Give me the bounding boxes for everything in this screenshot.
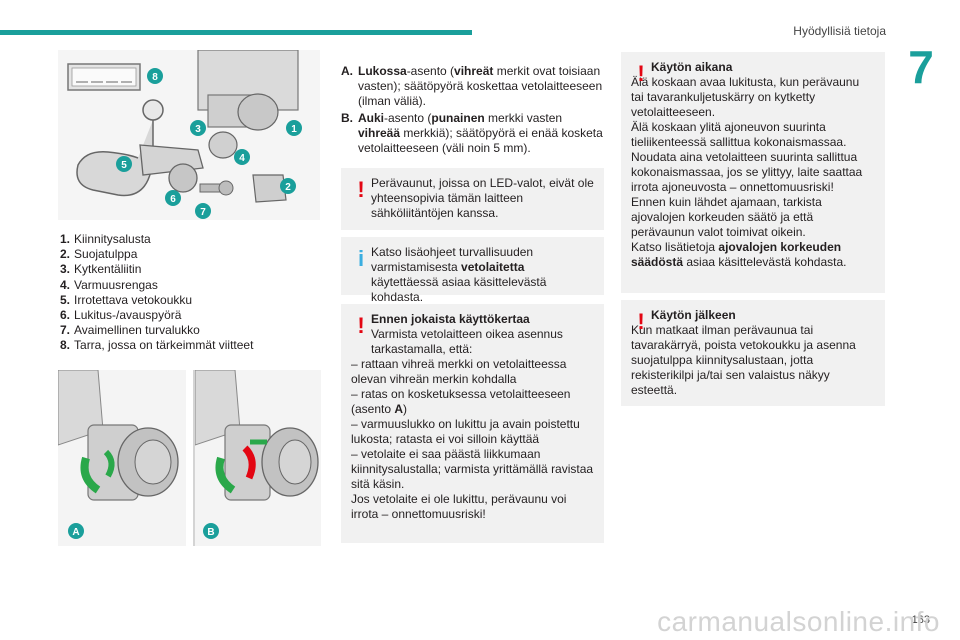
callout-3 [190,120,206,136]
callout-7 [195,203,211,219]
tow-hitch-illustration: 8 1 2 3 4 5 6 7 [58,49,320,220]
parts-legend: 1.Kiinnitysalusta 2.Suojatulppa 3.Kytken… [60,232,253,354]
label-a-badge [68,523,84,539]
callout-4-label: 4 [239,153,245,164]
callout-2 [280,178,296,194]
info-box: i Katso lisäohjeet turvallisuuden varmis… [341,237,604,304]
callout-1 [286,120,302,136]
callout-3-label: 3 [195,124,201,135]
watermark: carmanualsonline.info [657,606,940,637]
section-title: Hyödyllisiä tietoja [793,24,886,38]
label-b: B [207,527,214,538]
callout-5 [116,156,132,172]
chapter-number: 7 [908,41,934,93]
callout-8 [147,68,163,84]
legend-item: 7.Avaimellinen turvalukko [60,323,200,338]
legend-item: 5.Irrotettava vetokoukku [60,292,193,307]
callout-1-label: 1 [291,124,297,135]
after-use-box: ! Käytön jälkeen Kun matkaat ilman peräv… [621,300,885,406]
locked-position-illustration: A [58,370,186,546]
led-warning-box: ! Perävaunut, joissa on LED-valot, eivät… [341,168,604,230]
callout-4 [234,149,250,165]
positions-list: A. Lukossa-asento (vihreät merkit ovat t… [341,64,603,158]
label-b-badge [203,523,219,539]
legend-item: 2.Suojatulppa [60,247,138,262]
warning-icon: ! [357,177,365,202]
position-b: B. Auki-asento (punainen merkki vasten v… [341,111,603,155]
header-accent-bar [0,30,472,35]
warning-icon: ! [637,61,645,86]
callout-2-label: 2 [285,182,291,193]
legend-item: 8.Tarra, jossa on tärkeimmät viitteet [60,338,254,353]
legend-item: 1.Kiinnitysalusta [60,232,151,246]
label-a: A [72,527,79,538]
callout-8-label: 8 [152,72,158,83]
info-icon: i [357,246,365,271]
callout-7-label: 7 [200,207,206,218]
before-use-title: Ennen jokaista käyttökertaa [371,312,530,326]
after-use-title: Käytön jälkeen [651,308,736,322]
callout-6-label: 6 [170,194,176,205]
during-use-title: Käytön aikana [651,60,733,74]
legend-item: 3.Kytkentäliitin [60,262,142,277]
position-a: A. Lukossa-asento (vihreät merkit ovat t… [341,64,603,108]
callout-6 [165,190,181,206]
warning-icon: ! [357,313,365,338]
legend-item: 6.Lukitus-/avauspyörä [60,308,182,323]
page-number: 183 [911,614,930,626]
open-position-illustration: B [193,370,321,546]
callout-5-label: 5 [121,160,127,171]
warning-icon: ! [637,309,645,334]
legend-item: 4.Varmuusrengas [60,277,158,292]
during-use-box: ! Käytön aikana Älä koskaan avaa lukitus… [621,52,885,293]
tow-hitch-diagram: 8 1 2 3 4 5 6 7 [58,49,320,220]
